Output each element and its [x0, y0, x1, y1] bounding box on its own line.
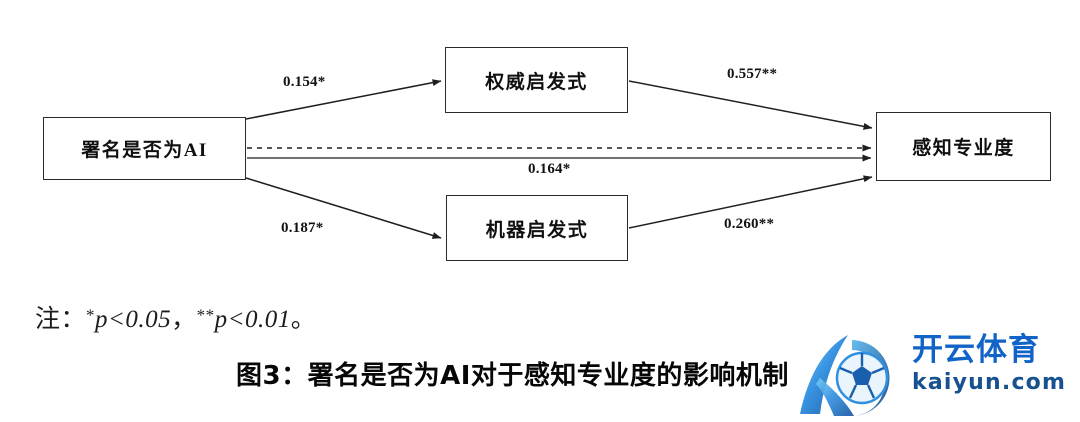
watermark: 开云体育 kaiyun.com: [790, 330, 1080, 422]
note-star-double: **: [196, 305, 215, 325]
path-label-a1: 0.154*: [283, 74, 326, 90]
node-label-authority-heuristic: 权威启发式: [485, 71, 588, 93]
note-separator: ，: [171, 306, 197, 333]
watermark-brand: 开云体育: [912, 332, 1040, 368]
path-label-a2: 0.187*: [281, 220, 324, 236]
path-line-signature-to-authority: [245, 79, 442, 120]
path-diagram: [245, 79, 873, 239]
node-label-signature: 署名是否为AI: [81, 140, 208, 161]
node-box-authority-heuristic: 权威启发式: [445, 47, 628, 113]
node-box-perceived-expertise: 感知专业度: [876, 112, 1051, 181]
node-box-machine-heuristic: 机器启发式: [446, 195, 628, 261]
path-line-machine-to-expertise: [628, 175, 873, 229]
node-label-perceived-expertise: 感知专业度: [912, 138, 1015, 159]
soccer-ball-icon: [800, 335, 890, 417]
watermark-url: kaiyun.com: [912, 369, 1067, 395]
note-prefix: 注：: [35, 306, 87, 333]
path-line-authority-to-expertise: [628, 80, 873, 130]
path-label-direct-effect: 0.164*: [528, 161, 571, 177]
figure-caption: 图3：署名是否为AI对于感知专业度的影响机制: [236, 361, 789, 391]
note-star-single: *: [86, 305, 96, 325]
node-label-machine-heuristic: 机器启发式: [485, 219, 589, 241]
path-line-signature-to-machine: [245, 177, 442, 239]
significance-note: 注：*p<0.05，**p<0.01。: [35, 299, 316, 335]
path-label-b2: 0.260**: [724, 216, 775, 232]
note-suffix: 。: [290, 306, 317, 333]
node-box-signature: 署名是否为AI: [43, 117, 246, 180]
note-p-value-2: p<0.01: [214, 306, 291, 333]
watermark-text: 开云体育 kaiyun.com: [912, 334, 1080, 395]
path-label-b1: 0.557**: [727, 66, 778, 82]
note-p-value-1: p<0.05: [95, 306, 172, 333]
